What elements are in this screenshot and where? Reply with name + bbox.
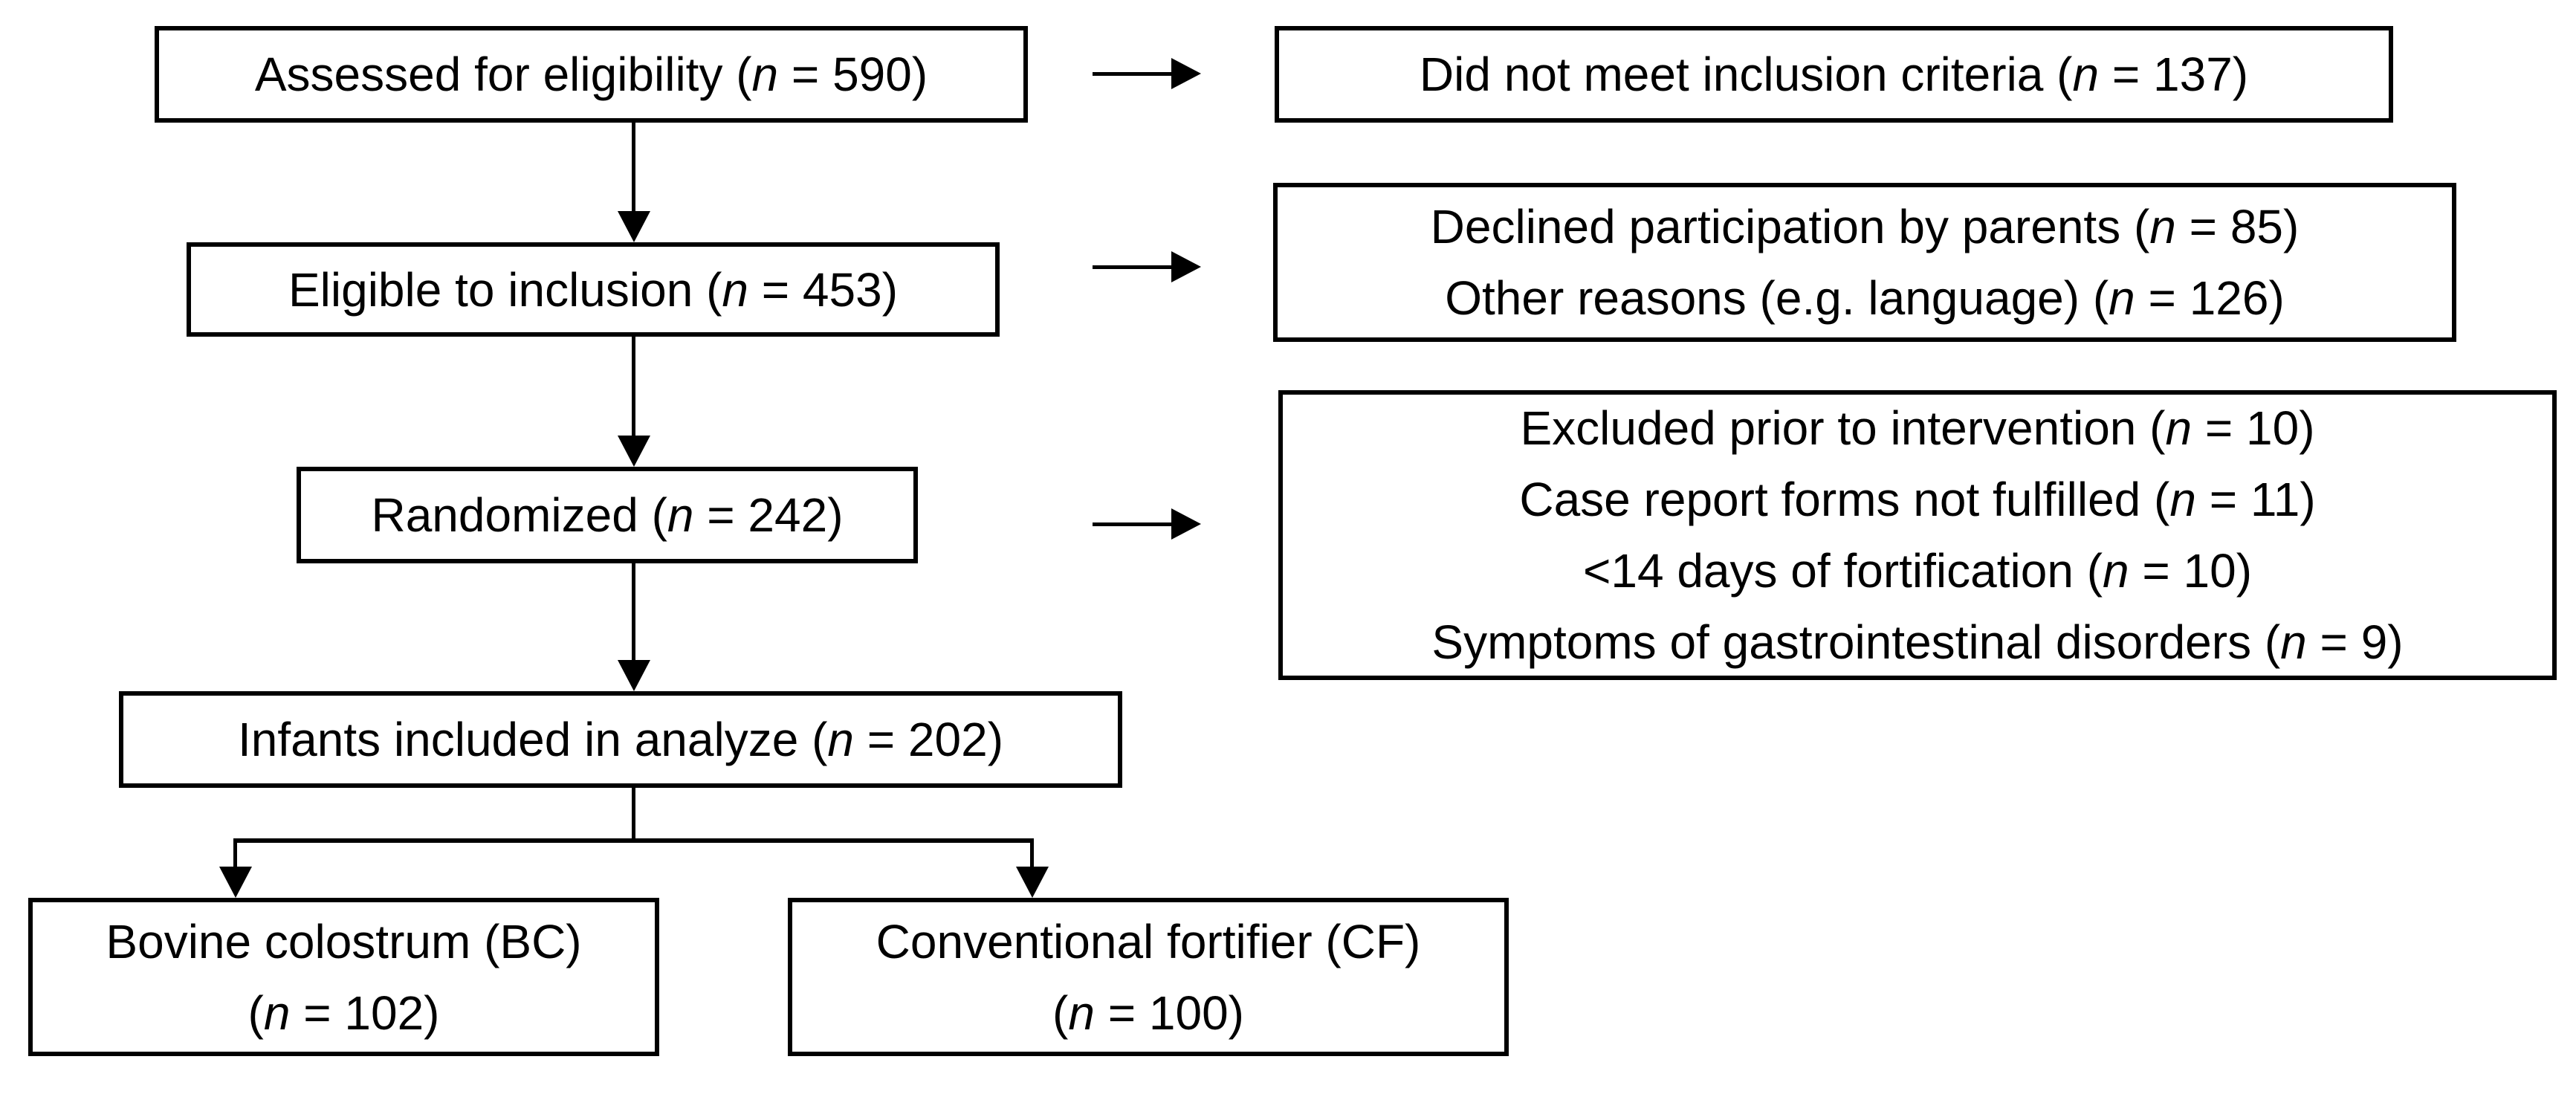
box-did-not-meet-criteria: Did not meet inclusion criteria (n = 137…	[1275, 26, 2393, 123]
text-post: = 9)	[2306, 615, 2404, 669]
connector-line	[1093, 265, 1174, 269]
box-declined-participation: Declined participation by parents (n = 8…	[1273, 183, 2456, 342]
text-n-italic: n	[2103, 544, 2129, 598]
box-randomized: Randomized (n = 242)	[297, 467, 918, 563]
box-text-line: Symptoms of gastrointestinal disorders (…	[1431, 606, 2403, 678]
text-post: = 590)	[778, 48, 928, 101]
box-text-line: Declined participation by parents (n = 8…	[1431, 191, 2300, 262]
box-text-line: Excluded prior to intervention (n = 10)	[1520, 392, 2314, 464]
text-pre: (	[1052, 986, 1069, 1040]
text-pre: Infants included in analyze (	[238, 713, 828, 766]
split-stem-line	[632, 788, 635, 843]
text-n-italic: n	[263, 986, 291, 1040]
text-n-italic: n	[2280, 615, 2307, 669]
box-text-line: Case report forms not fulfilled (n = 11)	[1519, 464, 2315, 535]
box-included-in-analysis: Infants included in analyze (n = 202)	[119, 691, 1122, 788]
text-post: = 100)	[1094, 986, 1244, 1040]
text-post: = 10)	[2192, 401, 2315, 455]
box-conventional-fortifier-group: Conventional fortifier (CF) (n = 100)	[788, 898, 1509, 1056]
text-n-italic: n	[827, 713, 854, 766]
text-n-italic: n	[2165, 401, 2192, 455]
text-pre: Symptoms of gastrointestinal disorders (	[1431, 615, 2281, 669]
text-post: = 453)	[748, 262, 899, 317]
connector-line	[1093, 72, 1174, 76]
text-n-italic: n	[1068, 986, 1095, 1040]
text-n-italic: n	[2109, 271, 2135, 325]
box-text-line: (n = 100)	[1052, 977, 1244, 1049]
text-post: = 85)	[2175, 200, 2300, 253]
arrowhead-right-icon	[1171, 251, 1201, 282]
text-pre: Did not meet inclusion criteria (	[1419, 48, 2073, 101]
box-text-line: Infants included in analyze (n = 202)	[238, 704, 1003, 775]
arrowhead-down-icon	[1016, 867, 1049, 898]
text-pre: Eligible to inclusion (	[288, 262, 722, 317]
text-post: = 126)	[2135, 271, 2285, 325]
box-text-line: (n = 102)	[248, 977, 440, 1049]
text-pre: Assessed for eligibility (	[254, 48, 752, 101]
box-text-line: Assessed for eligibility (n = 590)	[255, 39, 928, 110]
box-excluded-reasons: Excluded prior to intervention (n = 10) …	[1278, 390, 2557, 680]
text-pre: Conventional fortifier (CF)	[876, 914, 1421, 968]
arrowhead-right-icon	[1171, 58, 1201, 89]
text-n-italic: n	[2072, 48, 2100, 101]
box-bovine-colostrum-group: Bovine colostrum (BC) (n = 102)	[28, 898, 659, 1056]
arrowhead-down-icon	[618, 660, 650, 691]
box-eligible-to-inclusion: Eligible to inclusion (n = 453)	[187, 242, 1000, 337]
arrowhead-down-icon	[618, 436, 650, 467]
text-pre: Excluded prior to intervention (	[1520, 401, 2166, 455]
text-n-italic: n	[722, 262, 748, 317]
connector-line	[632, 337, 635, 437]
text-pre: Case report forms not fulfilled (	[1519, 473, 2170, 526]
text-n-italic: n	[2149, 200, 2176, 253]
connector-line	[1093, 522, 1174, 526]
box-text-line: Bovine colostrum (BC)	[106, 906, 581, 977]
text-post: = 242)	[693, 488, 844, 542]
text-post: = 137)	[2099, 48, 2249, 101]
split-horizontal-line	[233, 838, 1034, 843]
text-post: = 11)	[2195, 473, 2316, 526]
box-text-line: Randomized (n = 242)	[371, 479, 843, 551]
box-text-line: Did not meet inclusion criteria (n = 137…	[1420, 39, 2248, 110]
text-post: = 10)	[2129, 544, 2253, 598]
text-n-italic: n	[751, 48, 779, 101]
text-pre: Bovine colostrum (BC)	[106, 914, 582, 968]
box-text-line: Other reasons (e.g. language) (n = 126)	[1445, 262, 2285, 334]
arrowhead-right-icon	[1171, 508, 1201, 540]
box-text-line: <14 days of fortification (n = 10)	[1583, 535, 2252, 606]
box-text-line: Eligible to inclusion (n = 453)	[288, 254, 898, 326]
text-pre: Other reasons (e.g. language) (	[1445, 271, 2109, 325]
text-pre: Randomized (	[371, 488, 667, 542]
text-pre: Declined participation by parents (	[1430, 200, 2150, 253]
text-pre: <14 days of fortification (	[1582, 544, 2103, 598]
arrowhead-down-icon	[618, 211, 650, 242]
text-n-italic: n	[667, 488, 694, 542]
split-left-drop-line	[233, 838, 237, 871]
connector-line	[632, 563, 635, 661]
text-post: = 102)	[290, 986, 440, 1040]
text-pre: (	[247, 986, 264, 1040]
box-text-line: Conventional fortifier (CF)	[876, 906, 1421, 977]
split-right-drop-line	[1030, 838, 1034, 871]
box-assessed-eligibility: Assessed for eligibility (n = 590)	[155, 26, 1028, 123]
arrowhead-down-icon	[219, 867, 252, 898]
connector-line	[632, 123, 635, 216]
text-post: = 202)	[853, 713, 1003, 766]
text-n-italic: n	[2169, 473, 2196, 526]
